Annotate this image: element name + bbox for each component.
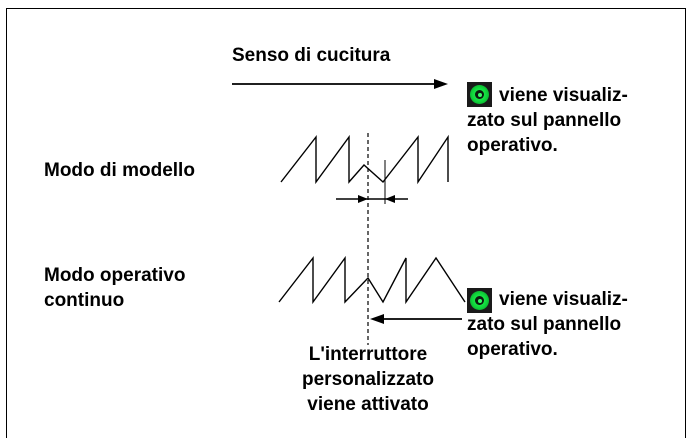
bottom-note-line1: viene visualiz- bbox=[499, 289, 628, 310]
pattern-mode-stitch-line bbox=[280, 134, 449, 185]
bottom-note-line3: operativo. bbox=[467, 339, 558, 360]
sewing-direction-arrow bbox=[232, 79, 448, 89]
switch-label-line1: L'interruttore bbox=[308, 344, 428, 365]
bottom-note-line2: zato sul pannello bbox=[467, 314, 622, 335]
top-note-line3: operativo. bbox=[467, 135, 558, 156]
switch-indicator-arrow bbox=[370, 314, 462, 324]
switch-label-line2: personalizzato bbox=[302, 369, 434, 390]
pattern-mode-label: Modo di modello bbox=[44, 160, 195, 181]
continuous-mode-stitch-line bbox=[278, 255, 466, 305]
diagram-frame bbox=[6, 8, 686, 438]
pattern-mode-offset-dimension bbox=[336, 195, 408, 203]
green-led-icon bbox=[467, 82, 492, 107]
switch-label-line3: viene attivato bbox=[307, 394, 429, 415]
green-led-icon bbox=[467, 288, 492, 313]
top-note-line2: zato sul pannello bbox=[467, 110, 622, 131]
continuous-mode-label-line1: Modo operativo bbox=[44, 265, 186, 286]
top-note-line1: viene visualiz- bbox=[499, 85, 628, 106]
sewing-direction-label: Senso di cucitura bbox=[232, 45, 391, 66]
continuous-mode-label-line2: continuo bbox=[44, 290, 125, 311]
